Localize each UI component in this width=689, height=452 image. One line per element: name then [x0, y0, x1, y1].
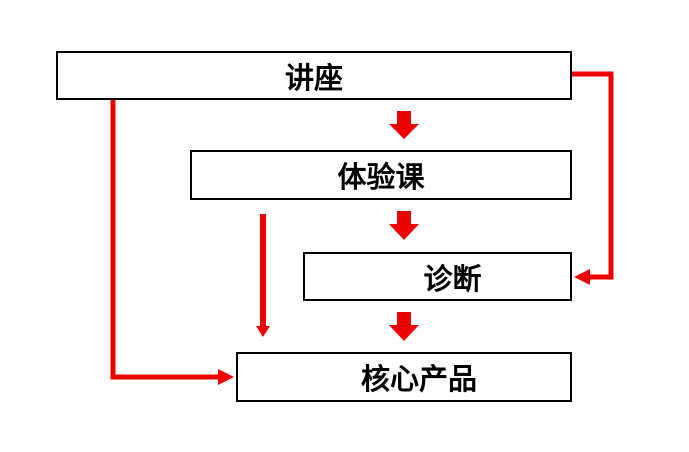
arrow-lecture-to-core-line [110, 100, 222, 380]
arrow-lecture-to-diagnosis-head [574, 269, 590, 285]
arrow-lecture-to-diagnosis-line [572, 71, 614, 280]
arrow-trial-to-core-head [256, 326, 270, 337]
node-diagnosis-label: 诊断 [423, 261, 482, 296]
node-trial-class-label: 体验课 [337, 160, 425, 194]
node-core-product: 核心产品 [236, 352, 572, 402]
arrow-lecture-to-core-head [218, 369, 234, 385]
node-diagnosis: 诊断 [303, 252, 572, 301]
node-core-product-label: 核心产品 [360, 362, 477, 396]
node-lecture: 讲座 [56, 51, 572, 100]
arrow-lecture-to-trial [389, 111, 419, 139]
arrow-diagnosis-to-core [389, 312, 419, 341]
node-lecture-label: 讲座 [284, 60, 343, 95]
node-trial-class: 体验课 [190, 150, 572, 200]
arrow-trial-to-diagnosis [389, 211, 419, 240]
